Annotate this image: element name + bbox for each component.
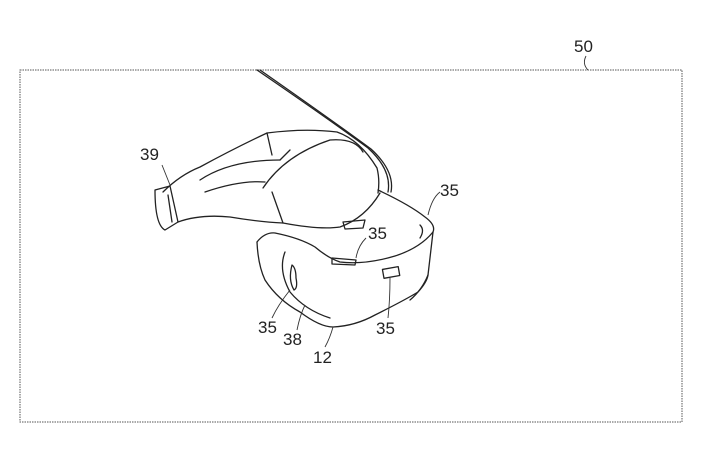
crown-shell	[262, 139, 364, 189]
frame-reference-label: 50	[574, 37, 593, 56]
figure-frame	[19, 69, 683, 423]
label-35-right-top: 35	[440, 181, 459, 200]
left-light-bar	[289, 264, 298, 291]
front-top-edge	[256, 231, 434, 264]
headband-top	[162, 129, 380, 194]
head-mounted-display-drawing	[154, 69, 435, 328]
cable	[256, 69, 390, 193]
top-light-bar	[331, 257, 357, 266]
front-cover-outline	[281, 251, 331, 319]
right-light-bar	[419, 224, 424, 239]
label-12: 12	[313, 348, 332, 367]
front-light-marker	[381, 266, 401, 279]
label-38: 38	[283, 330, 302, 349]
frame-leader-line	[583, 55, 589, 71]
label-35-front: 35	[376, 319, 395, 338]
label-35-top-center: 35	[368, 224, 387, 243]
inner-band	[199, 159, 281, 193]
rear-adjuster	[154, 185, 179, 231]
label-39: 39	[140, 145, 159, 164]
reference-labels: 39 35 35 35 38 35 12	[140, 145, 459, 367]
front-bottom-edge	[256, 241, 429, 328]
label-35-left: 35	[258, 318, 277, 337]
